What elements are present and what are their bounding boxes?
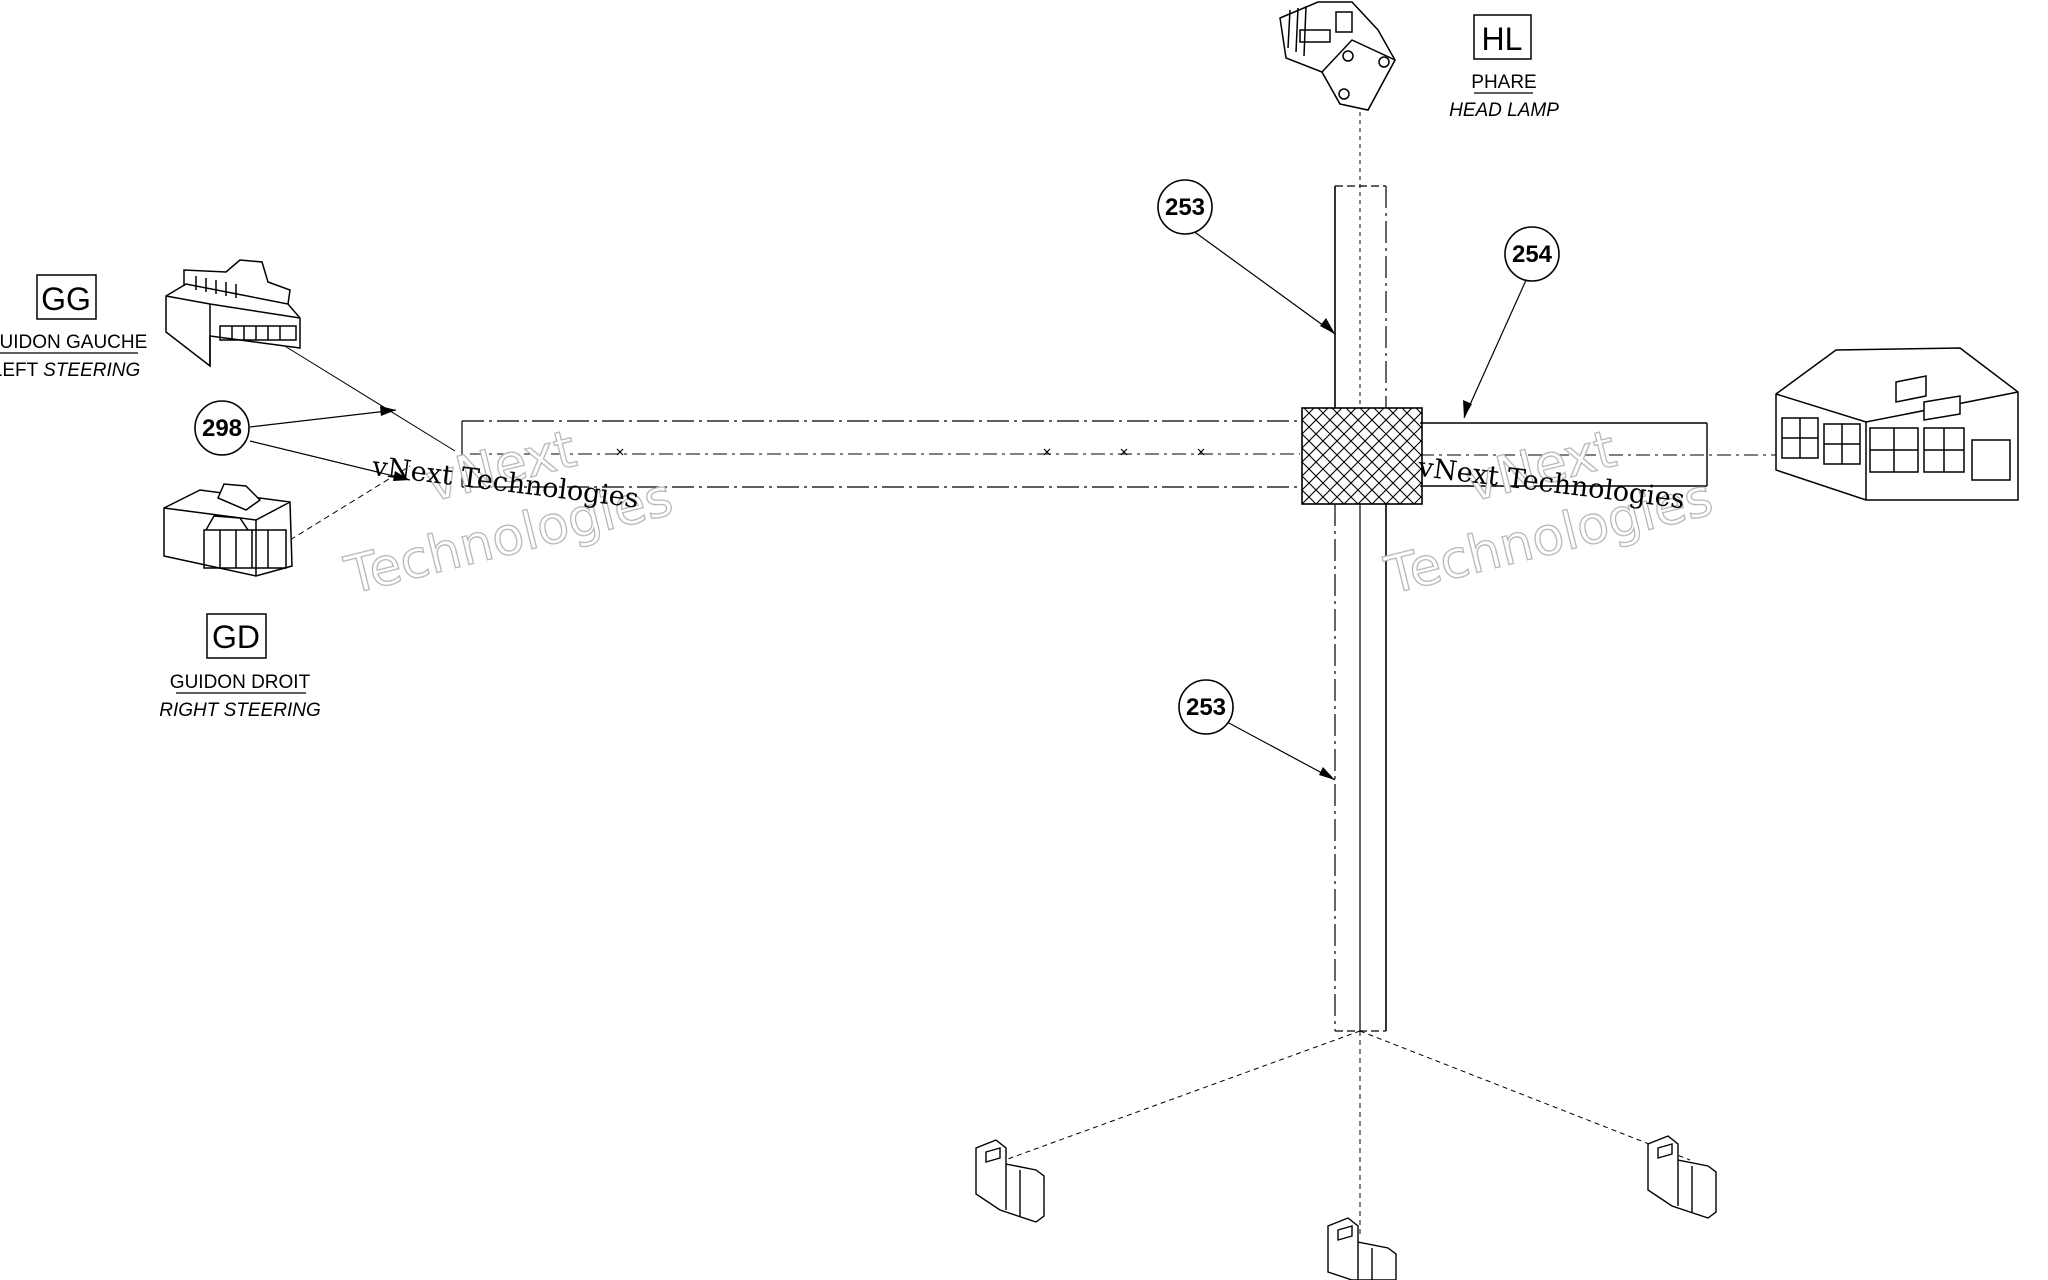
left-steering-code: GG <box>41 281 91 317</box>
callout-254-label: 254 <box>1512 241 1553 268</box>
junction-block <box>1301 407 1423 505</box>
wire-splice-marks <box>616 448 1205 456</box>
left-steering-label: GG GUIDON GAUCHE LEFT STEERING <box>0 274 147 381</box>
terminal-left <box>975 1139 1045 1223</box>
callout-253-bottom-label: 253 <box>1186 694 1226 721</box>
callout-253-bottom: 253 <box>1178 679 1336 781</box>
left-steering-en-b: STEERING <box>43 360 140 381</box>
right-steering-code: GD <box>212 619 260 655</box>
right-steering-connector <box>163 483 293 577</box>
head-lamp-label: HL PHARE HEAD LAMP <box>1449 14 1559 121</box>
callout-298: 298 <box>194 400 411 481</box>
left-steering-fr-label: GUIDON GAUCHE <box>0 332 147 353</box>
vertical-harness <box>1334 112 1387 1032</box>
main-horizontal-harness <box>461 420 1300 488</box>
terminal-center <box>1327 1217 1397 1280</box>
head-lamp-code: HL <box>1482 21 1523 57</box>
left-steering-connector <box>165 259 301 368</box>
callout-253-top-label: 253 <box>1165 194 1205 221</box>
callout-298-label: 298 <box>202 415 242 442</box>
terminal-leads <box>1004 1030 1691 1236</box>
callout-253-top: 253 <box>1157 179 1336 335</box>
left-steering-en-a: LEFT <box>0 360 43 381</box>
head-lamp-connector <box>1279 1 1397 111</box>
right-multipin-connector <box>1775 347 2019 501</box>
head-lamp-fr-label: PHARE <box>1471 72 1536 93</box>
left-connector-leads <box>274 339 456 541</box>
right-steering-label: GD GUIDON DROIT RIGHT STEERING <box>159 613 321 721</box>
callout-254: 254 <box>1463 226 1560 419</box>
head-lamp-en-label: HEAD LAMP <box>1449 100 1559 121</box>
right-steering-en-label: RIGHT STEERING <box>159 700 321 721</box>
right-steering-fr-label: GUIDON DROIT <box>170 672 311 693</box>
terminal-right <box>1647 1135 1717 1219</box>
right-branch-harness <box>1420 422 1800 487</box>
left-steering-en-label: LEFT STEERING <box>0 360 140 381</box>
